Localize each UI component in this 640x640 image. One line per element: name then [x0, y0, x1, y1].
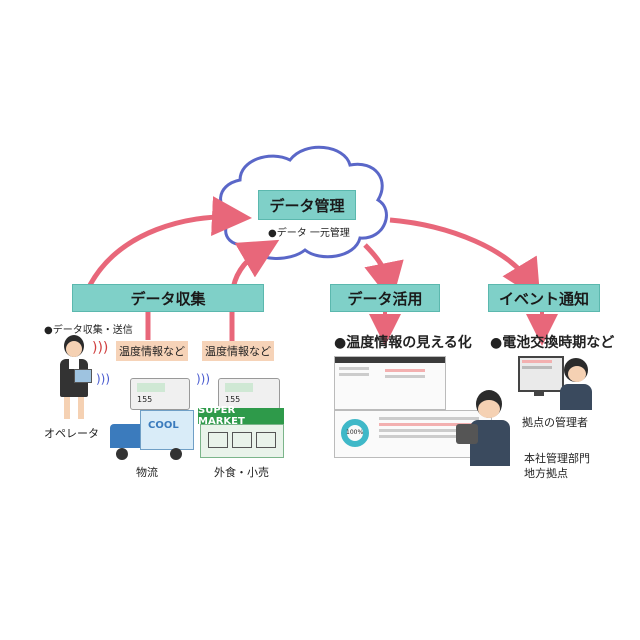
dashboard-screenshot-top — [334, 356, 446, 410]
sensor-device-logistics: 155 — [130, 378, 190, 410]
operator-label: オペレータ — [44, 427, 99, 440]
signal-icon-logistics: ))) — [96, 372, 111, 386]
store-sign: SUPER MARKET — [198, 405, 284, 427]
arrow-collect-to-manage — [87, 196, 252, 287]
signal-icon-retail: ))) — [196, 372, 211, 386]
usage-headline: ●温度情報の見える化 — [334, 335, 472, 351]
pie-label: 100% — [346, 429, 364, 436]
data-management-box: データ管理 — [258, 190, 356, 220]
manager-label: 拠点の管理者 — [522, 416, 588, 429]
event-notify-box: イベント通知 — [488, 284, 600, 312]
dashboard-screenshot-bottom: 100% — [334, 410, 492, 458]
data-management-title: データ管理 — [269, 196, 345, 215]
data-collect-title: データ収集 — [130, 289, 206, 308]
wifi-icon: ))) — [92, 340, 109, 356]
logistics-label: 物流 — [136, 466, 158, 479]
collect-note: ●データ収集・送信 — [44, 325, 133, 336]
device-reading-a: 155 — [137, 395, 153, 404]
sensor-device-retail: 155 — [218, 378, 280, 410]
hq-label: 本社管理部門 — [524, 452, 590, 465]
truck-cool-text: COOL — [148, 420, 179, 431]
data-usage-title: データ活用 — [347, 289, 423, 308]
manager-illustration — [518, 354, 598, 412]
arrow-manage-to-usage — [363, 243, 404, 303]
retail-label: 外食・小売 — [214, 466, 269, 479]
data-usage-box: データ活用 — [330, 284, 440, 312]
branch-label: 地方拠点 — [524, 467, 568, 480]
device-reading-b: 155 — [225, 395, 241, 404]
operator-illustration — [52, 335, 96, 425]
temp-info-tag-left: 温度情報など — [116, 341, 188, 361]
temp-info-tag-right: 温度情報など — [202, 341, 274, 361]
arrow-manage-to-event — [389, 217, 541, 301]
data-management-subtitle: ●データ 一元管理 — [268, 228, 350, 239]
supermarket-illustration: SUPER MARKET — [198, 405, 284, 458]
hq-staff-illustration — [456, 390, 520, 470]
truck-illustration: COOL — [110, 410, 194, 460]
data-collect-box: データ収集 — [72, 284, 264, 312]
event-headline: ●電池交換時期など — [490, 335, 615, 351]
event-notify-title: イベント通知 — [498, 289, 589, 308]
